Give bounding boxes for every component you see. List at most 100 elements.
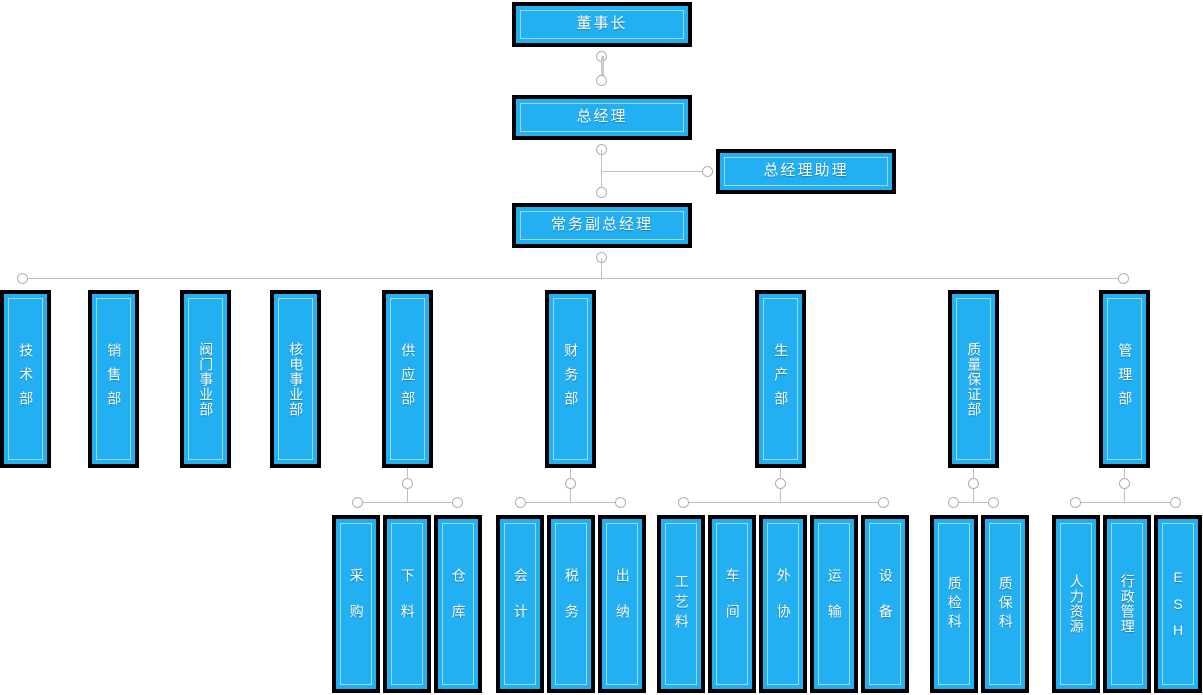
node-deputy-general-manager[interactable]: 常务副总经理: [512, 203, 692, 248]
node-department-nuclear-division[interactable]: 核电事业部: [270, 290, 321, 468]
node-department-management[interactable]: 管理部: [1099, 290, 1150, 468]
node-assistant-body: 总经理助理: [720, 153, 892, 190]
connector-dot-finance-left: [515, 497, 526, 508]
node-subunit-tax-body: 税务: [551, 519, 591, 689]
connector-finance-stub: [570, 468, 571, 483]
connector-dot-finance-right: [615, 497, 626, 508]
connector-dot-production-left: [678, 497, 689, 508]
connector-finance-drop: [570, 489, 571, 502]
node-subunit-purchasing-label: 采购: [348, 568, 365, 640]
node-subunit-administration[interactable]: 行政管理: [1103, 515, 1151, 693]
node-deputy-general-manager-body: 常务副总经理: [516, 207, 688, 244]
connector-quality-bar: [954, 502, 992, 503]
node-department-production[interactable]: 生产部: [755, 290, 806, 468]
node-subunit-esh-body: E S H: [1158, 519, 1198, 689]
connector-dot-management-left: [1070, 497, 1081, 508]
connector-supply-drop: [407, 489, 408, 502]
node-chairman[interactable]: 董事长: [512, 2, 692, 47]
connector-dot-supply-right: [452, 497, 463, 508]
connector-management-drop: [1124, 489, 1125, 502]
connector-dot-quality-right: [988, 497, 999, 508]
node-subunit-cutting-body: 下料: [387, 519, 427, 689]
connector-chairman-to-gm: [601, 56, 604, 78]
node-subunit-process-material-body: 工艺料: [661, 519, 701, 689]
node-department-finance[interactable]: 财务部: [545, 290, 596, 468]
department-bus-line: [23, 278, 1124, 279]
node-subunit-tax-label: 税务: [563, 568, 580, 640]
connector-dot-production-top: [775, 478, 786, 489]
node-subunit-process-material[interactable]: 工艺料: [657, 515, 705, 693]
node-department-quality-assurance-label: 质量保证部: [966, 341, 983, 417]
node-subunit-transport-body: 运输: [814, 519, 854, 689]
connector-production-stub: [780, 468, 781, 483]
node-subunit-purchasing-body: 采购: [336, 519, 376, 689]
node-subunit-outsourcing[interactable]: 外协: [759, 515, 807, 693]
node-subunit-human-resources-body: 人力资源: [1056, 519, 1096, 689]
node-subunit-cashier[interactable]: 出纳: [598, 515, 646, 693]
node-subunit-equipment[interactable]: 设备: [861, 515, 909, 693]
node-subunit-esh-label: E S H: [1172, 569, 1184, 639]
node-subunit-cutting[interactable]: 下料: [383, 515, 431, 693]
node-subunit-administration-label: 行政管理: [1119, 574, 1136, 634]
node-subunit-workshop[interactable]: 车间: [708, 515, 756, 693]
node-subunit-workshop-body: 车间: [712, 519, 752, 689]
node-subunit-warehouse-body: 仓库: [438, 519, 478, 689]
node-department-nuclear-division-label: 核电事业部: [288, 341, 305, 417]
connector-dot-bus-left: [17, 273, 28, 284]
node-subunit-esh[interactable]: E S H: [1154, 515, 1202, 693]
connector-quality-stub: [973, 468, 974, 483]
node-subunit-accounting[interactable]: 会计: [496, 515, 544, 693]
node-department-valve-division[interactable]: 阀门事业部: [180, 290, 231, 468]
node-department-finance-body: 财务部: [549, 294, 592, 464]
node-subunit-cashier-body: 出纳: [602, 519, 642, 689]
node-department-quality-assurance-body: 质量保证部: [952, 294, 995, 464]
node-deputy-general-manager-label: 常务副总经理: [550, 216, 653, 234]
node-subunit-inspection[interactable]: 质检科: [930, 515, 978, 693]
connector-supply-bar: [358, 502, 456, 503]
node-department-sales[interactable]: 销售部: [88, 290, 139, 468]
connector-finance-bar: [521, 502, 619, 503]
node-subunit-tax[interactable]: 税务: [547, 515, 595, 693]
node-general-manager-body: 总经理: [516, 99, 688, 136]
node-department-management-body: 管理部: [1103, 294, 1146, 464]
connector-dot-gm-top: [596, 75, 607, 86]
node-department-production-label: 生产部: [773, 343, 790, 415]
node-subunit-cashier-label: 出纳: [614, 568, 631, 640]
node-assistant[interactable]: 总经理助理: [716, 149, 896, 194]
connector-gm-to-assistant: [601, 171, 707, 172]
node-department-sales-label: 销售部: [106, 343, 123, 415]
node-subunit-transport-label: 运输: [826, 568, 843, 640]
connector-dot-management-top: [1119, 478, 1130, 489]
node-department-production-body: 生产部: [759, 294, 802, 464]
node-subunit-quality-guarantee-label: 质保科: [997, 575, 1014, 633]
node-subunit-transport[interactable]: 运输: [810, 515, 858, 693]
connector-production-drop: [780, 489, 781, 502]
node-subunit-equipment-label: 设备: [877, 568, 894, 640]
node-department-sales-body: 销售部: [92, 294, 135, 464]
connector-quality-drop: [973, 489, 974, 502]
connector-deputy-to-bus: [601, 258, 602, 279]
node-subunit-human-resources[interactable]: 人力资源: [1052, 515, 1100, 693]
connector-dot-supply-left: [352, 497, 363, 508]
connector-production-bar: [684, 502, 882, 503]
node-subunit-accounting-body: 会计: [500, 519, 540, 689]
node-subunit-cutting-label: 下料: [399, 568, 416, 640]
node-subunit-process-material-label: 工艺料: [673, 574, 690, 634]
node-assistant-label: 总经理助理: [763, 162, 849, 180]
node-department-supply-body: 供应部: [386, 294, 429, 464]
node-subunit-outsourcing-label: 外协: [775, 568, 792, 640]
node-general-manager[interactable]: 总经理: [512, 95, 692, 140]
node-subunit-warehouse[interactable]: 仓库: [434, 515, 482, 693]
node-department-supply[interactable]: 供应部: [382, 290, 433, 468]
node-chairman-body: 董事长: [516, 6, 688, 43]
connector-dot-bus-right: [1118, 273, 1129, 284]
node-subunit-inspection-body: 质检科: [934, 519, 974, 689]
node-department-technology-label: 技术部: [18, 343, 35, 415]
node-subunit-human-resources-label: 人力资源: [1068, 574, 1085, 634]
node-department-technology[interactable]: 技术部: [0, 290, 51, 468]
node-department-valve-division-body: 阀门事业部: [184, 294, 227, 464]
node-department-quality-assurance[interactable]: 质量保证部: [948, 290, 999, 468]
node-subunit-purchasing[interactable]: 采购: [332, 515, 380, 693]
node-subunit-quality-guarantee[interactable]: 质保科: [981, 515, 1029, 693]
connector-dot-quality-top: [968, 478, 979, 489]
